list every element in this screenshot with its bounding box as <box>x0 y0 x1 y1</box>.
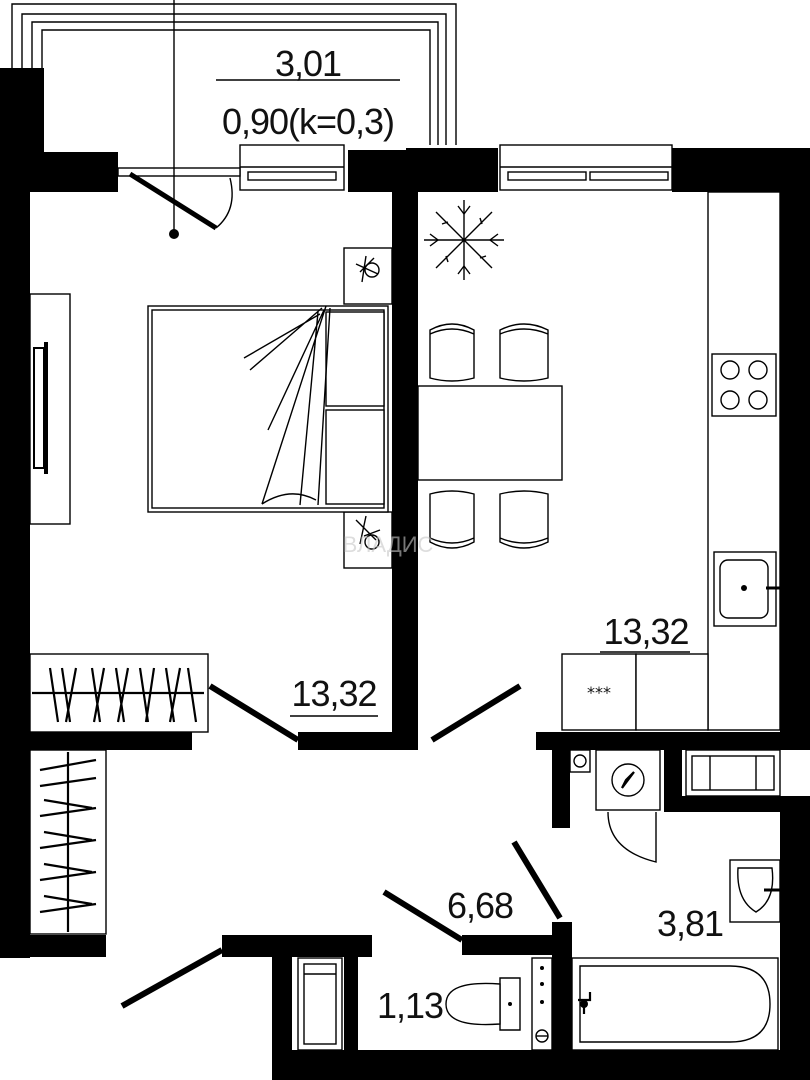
bathroom: 3,81 <box>531 859 781 1051</box>
fridge <box>561 653 637 731</box>
cooktop-stars: *** <box>587 683 611 702</box>
toilet-icon <box>445 977 521 1031</box>
cooktop <box>711 353 777 417</box>
balcony-area: 3,01 <box>275 43 341 84</box>
riser <box>569 749 591 773</box>
bathroom-area: 3,81 <box>657 903 723 944</box>
chair-icon <box>429 490 475 549</box>
plant-icon <box>424 200 504 280</box>
chair-icon <box>429 323 475 382</box>
toilet-room: 1,13 <box>297 957 521 1051</box>
balcony-door <box>117 0 241 239</box>
kitchen: *** 13,32 <box>417 191 781 743</box>
bathtub <box>571 957 779 1051</box>
chair-icon <box>499 490 549 549</box>
base-cabinet <box>635 653 709 731</box>
kitchen-counter <box>707 191 781 731</box>
balcony-area-coef: 0,90(k=0,3) <box>222 101 394 142</box>
washing-machine <box>685 749 781 797</box>
nightstand-bottom <box>343 511 393 569</box>
toilet-area: 1,13 <box>377 985 443 1026</box>
pillow-bottom <box>325 409 385 505</box>
kitchen-area: 13,32 <box>603 611 688 652</box>
walls <box>0 68 810 1080</box>
bedroom: 13,32 <box>29 247 393 743</box>
balcony: 3,01 0,90(k=0,3) <box>11 3 457 145</box>
chair-icon <box>499 323 549 382</box>
watermark: ВЛАДИС <box>343 532 434 557</box>
pillow-top <box>325 311 385 407</box>
dining-table <box>417 385 563 481</box>
hallway-area: 6,68 <box>447 885 513 926</box>
windows <box>239 144 673 191</box>
bedroom-area: 13,32 <box>291 673 376 714</box>
hallway: 6,68 <box>29 749 781 1009</box>
